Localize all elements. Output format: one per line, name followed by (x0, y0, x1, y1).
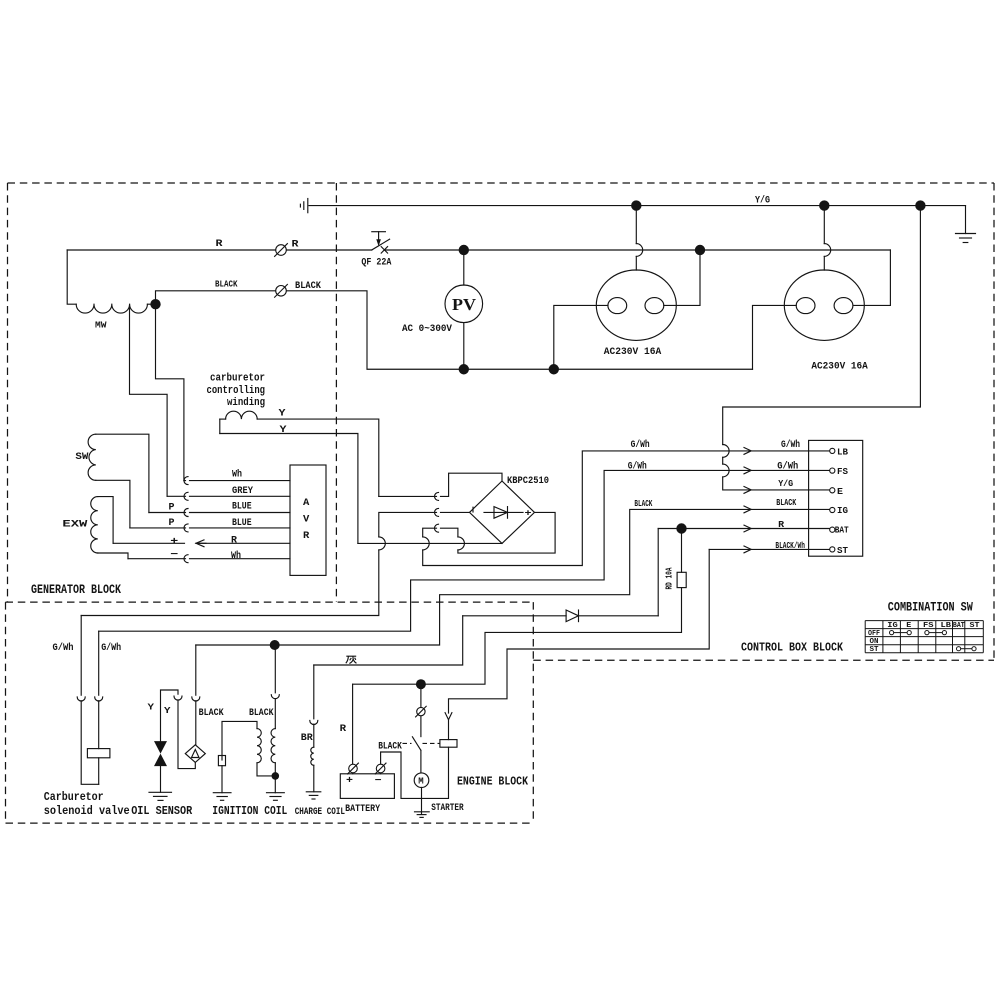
svg-text:Y: Y (280, 425, 287, 436)
svg-text:QF 22A: QF 22A (361, 256, 392, 268)
svg-text:KBPC2510: KBPC2510 (507, 475, 549, 487)
svg-text:OIL SENSOR: OIL SENSOR (131, 804, 193, 818)
svg-text:COMBINATION SW: COMBINATION SW (888, 600, 973, 615)
svg-text:A: A (303, 497, 310, 509)
svg-text:AC230V 16A: AC230V 16A (604, 346, 662, 358)
svg-text:+: + (170, 537, 178, 548)
svg-text:CHARGE COIL: CHARGE COIL (295, 807, 345, 818)
svg-text:BATTERY: BATTERY (345, 804, 380, 815)
svg-text:BLACK: BLACK (776, 498, 796, 508)
svg-text:G/Wh: G/Wh (631, 439, 650, 451)
svg-text:R: R (216, 239, 223, 250)
svg-text:LB: LB (941, 622, 952, 630)
svg-text:ST: ST (870, 646, 879, 654)
svg-text:R: R (340, 724, 347, 735)
svg-text:LB: LB (837, 448, 849, 458)
svg-text:−: − (375, 776, 382, 787)
svg-text:Y/G: Y/G (755, 195, 770, 207)
svg-text:ST: ST (837, 546, 849, 556)
svg-text:IG: IG (887, 622, 898, 630)
svg-text:OFF: OFF (868, 630, 880, 638)
svg-text:GENERATOR BLOCK: GENERATOR BLOCK (31, 583, 121, 597)
svg-text:STARTER: STARTER (431, 803, 463, 814)
svg-text:BLACK: BLACK (378, 741, 402, 752)
svg-text:Wh: Wh (232, 468, 242, 480)
svg-text:SW: SW (75, 452, 88, 463)
svg-text:FS: FS (837, 467, 849, 477)
svg-text:M: M (418, 777, 423, 787)
svg-text:R: R (231, 536, 237, 547)
svg-text:RD 10A: RD 10A (665, 567, 675, 589)
svg-text:Y: Y (279, 409, 286, 420)
svg-text:E: E (906, 622, 911, 630)
svg-text:AC 0~300V: AC 0~300V (402, 323, 453, 335)
svg-text:IGNITION COIL: IGNITION COIL (212, 804, 287, 818)
svg-text:GREY: GREY (232, 486, 253, 497)
svg-text:P: P (169, 518, 175, 529)
svg-text:Y: Y (164, 705, 171, 716)
svg-text:carburetor: carburetor (210, 372, 265, 384)
svg-text:V: V (303, 514, 310, 526)
svg-text:IG: IG (837, 506, 848, 516)
svg-text:G/Wh: G/Wh (628, 461, 647, 473)
svg-text:BLACK/Wh: BLACK/Wh (775, 541, 805, 551)
svg-text:BR: BR (301, 733, 313, 744)
svg-text:BLACK: BLACK (215, 279, 238, 290)
svg-text:R: R (292, 240, 299, 251)
svg-text:G/Wh: G/Wh (101, 642, 121, 654)
svg-text:ON: ON (870, 638, 879, 646)
svg-text:solenoid valve: solenoid valve (44, 804, 130, 818)
svg-text:E: E (837, 487, 844, 497)
svg-text:BAT: BAT (953, 622, 965, 630)
svg-text:+: + (346, 776, 353, 787)
svg-text:Y/G: Y/G (778, 478, 793, 489)
svg-text:R: R (778, 519, 784, 530)
svg-text:AC230V 16A: AC230V 16A (811, 360, 868, 372)
svg-text:Carburetor: Carburetor (44, 790, 104, 804)
svg-text:+: + (525, 508, 532, 519)
svg-text:G/Wh: G/Wh (53, 642, 74, 654)
svg-text:Wh: Wh (231, 550, 241, 562)
svg-text:R: R (303, 530, 310, 542)
svg-text:FS: FS (923, 622, 934, 630)
svg-text:BLACK: BLACK (249, 708, 274, 719)
svg-text:BLUE: BLUE (232, 518, 252, 529)
svg-text:BLACK: BLACK (199, 708, 224, 719)
svg-text:MW: MW (95, 320, 107, 331)
svg-text:BAT: BAT (835, 526, 850, 536)
svg-text:BLACK: BLACK (295, 281, 321, 292)
svg-text:Y: Y (148, 702, 155, 713)
svg-text:G/Wh: G/Wh (777, 461, 798, 473)
svg-text:controlling: controlling (207, 385, 266, 397)
svg-text:winding: winding (227, 397, 265, 409)
svg-text:PV: PV (452, 295, 477, 314)
svg-text:EXW: EXW (62, 520, 87, 531)
svg-text:ENGINE BLOCK: ENGINE BLOCK (457, 775, 529, 789)
svg-text:CONTROL BOX BLOCK: CONTROL BOX BLOCK (741, 642, 843, 655)
svg-text:G/Wh: G/Wh (781, 439, 800, 451)
svg-text:−: − (170, 550, 178, 561)
svg-text:ST: ST (970, 622, 980, 630)
svg-text:BLUE: BLUE (232, 501, 252, 512)
svg-text:BLACK: BLACK (634, 499, 652, 509)
svg-text:P: P (169, 502, 175, 513)
